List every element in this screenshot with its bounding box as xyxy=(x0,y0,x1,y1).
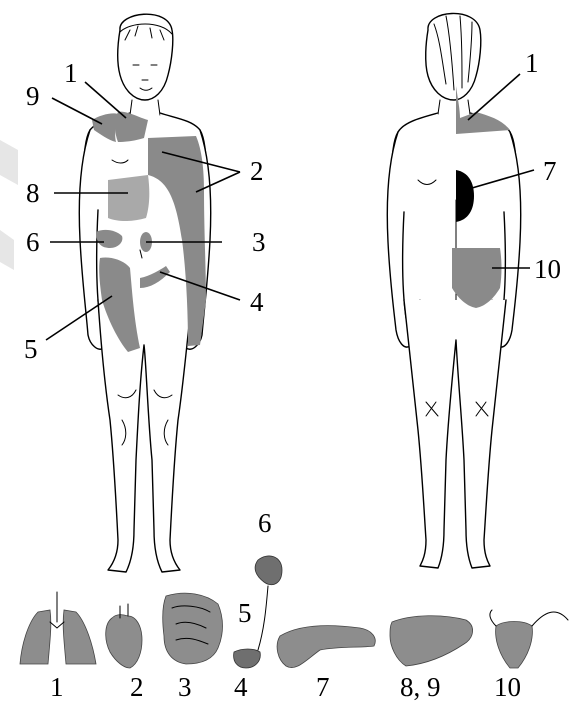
front-label-3: 3 xyxy=(252,227,266,257)
front-figure: 1 9 2 8 6 3 4 5 xyxy=(24,14,266,572)
watermark xyxy=(0,140,18,270)
front-label-6: 6 xyxy=(26,227,40,257)
organs-row: 1 2 3 6 5 4 7 8, 9 10 xyxy=(20,508,568,702)
back-label-10: 10 xyxy=(534,254,561,284)
organ-label-kidney: 6 xyxy=(258,508,272,538)
back-label-1: 1 xyxy=(525,48,539,78)
organ-label-liver: 8, 9 xyxy=(400,672,441,702)
front-label-5: 5 xyxy=(24,334,38,364)
organ-label-lungs: 1 xyxy=(50,672,64,702)
organ-label-uterus: 10 xyxy=(494,672,521,702)
front-label-1: 1 xyxy=(64,58,78,88)
front-zone-4 xyxy=(140,266,170,288)
back-figure: 1 7 10 xyxy=(387,13,561,568)
back-zone-7 xyxy=(456,170,474,222)
organ-label-pancreas: 7 xyxy=(316,672,330,702)
front-label-9: 9 xyxy=(26,81,40,111)
intestine-icon xyxy=(163,593,223,664)
back-zone-10 xyxy=(452,248,502,308)
heart-icon xyxy=(106,604,142,668)
liver-icon xyxy=(390,616,473,666)
front-label-8: 8 xyxy=(26,178,40,208)
back-label-7: 7 xyxy=(543,156,557,186)
front-zone-8 xyxy=(108,175,149,221)
pancreas-icon xyxy=(277,626,375,668)
organ-label-bladder: 4 xyxy=(234,672,248,702)
front-label-4: 4 xyxy=(250,287,264,317)
organ-label-intestine: 3 xyxy=(178,672,192,702)
lungs-icon xyxy=(20,592,96,664)
organ-label-heart: 2 xyxy=(130,672,144,702)
uterus-icon xyxy=(490,610,568,668)
front-label-2: 2 xyxy=(250,156,264,186)
front-zone-1 xyxy=(115,112,148,142)
organ-label-ureter: 5 xyxy=(238,598,252,628)
